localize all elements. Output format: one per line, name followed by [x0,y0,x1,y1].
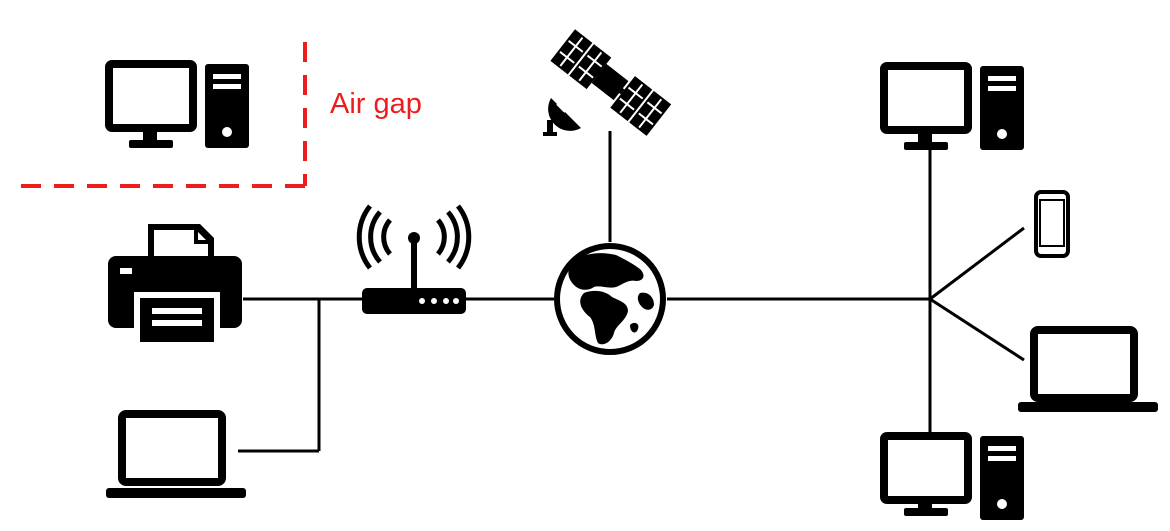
satellite-icon [550,29,672,136]
laptop-icon [106,410,246,498]
desktop-computer-icon [880,432,1024,520]
desktop-computer-icon [105,60,249,148]
laptop-icon [1018,326,1158,412]
wifi-router-icon [356,204,472,314]
printer-icon [108,224,242,346]
air-gap-boundary [12,42,307,188]
network-links [238,131,1025,453]
link-hub-smartphone [929,226,1025,301]
smartphone-icon [1034,190,1070,258]
link-hub-laptop [929,297,1025,362]
satellite-dish-icon [543,98,581,136]
air-gap-label: Air gap [330,88,422,120]
globe-icon [554,243,666,355]
desktop-computer-icon [880,62,1024,150]
